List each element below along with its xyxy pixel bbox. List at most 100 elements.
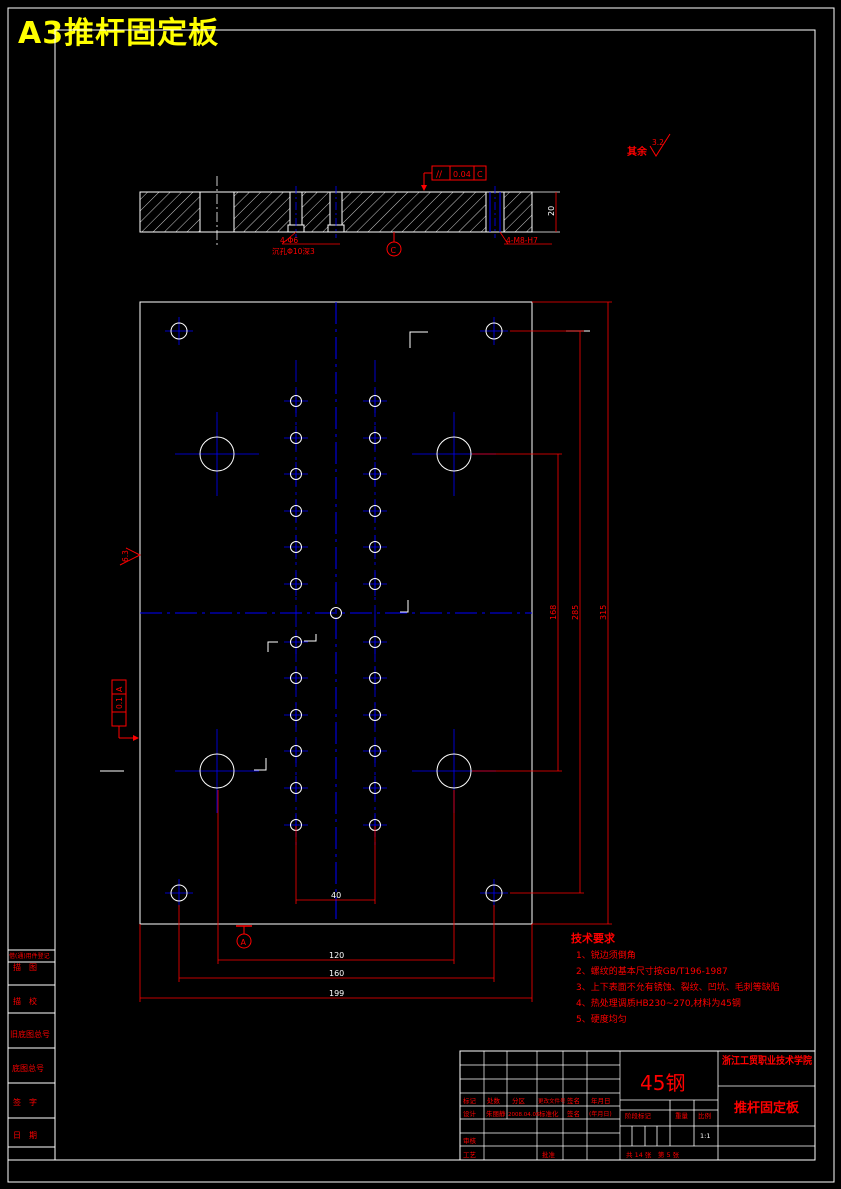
- strip-label-4: 底图总号: [12, 1063, 44, 1073]
- hole-callout: 4-Φ6 沉孔Φ10深3: [272, 231, 340, 256]
- pin-hole-3-1: [369, 505, 381, 517]
- pin-hole-8-1: [369, 709, 381, 721]
- dim-285: 285: [571, 605, 580, 620]
- screw-hole-2: [170, 884, 188, 902]
- pin-hole-0-0: [290, 395, 302, 407]
- pin-hole-7-0: [290, 672, 302, 684]
- stage-label: 阶段标记: [625, 1111, 652, 1120]
- pin-hole-6-0: [290, 636, 302, 648]
- row-label-0: 标记: [463, 1096, 477, 1105]
- strip-label-1: 描 图: [13, 962, 37, 972]
- datum-a-label: A: [241, 938, 247, 947]
- guide-hole-0: [199, 436, 235, 472]
- process-label: 工艺: [463, 1151, 477, 1159]
- drawing-title: A3推杆固定板: [18, 16, 220, 51]
- center-hole: [330, 607, 342, 619]
- screw-hole-3: [485, 884, 503, 902]
- roughness-remaining-value: 3.2: [652, 138, 664, 147]
- tolerance-value: 0.1: [115, 697, 124, 709]
- part-name: 推杆固定板: [734, 1100, 800, 1116]
- pin-hole-2-0: [290, 468, 302, 480]
- dim-160: 160: [329, 969, 344, 978]
- designer-name: 朱丽静: [486, 1109, 506, 1118]
- approve-label: 批准: [542, 1150, 556, 1159]
- thickness-dim: 20: [547, 206, 556, 216]
- pin-hole-5-1: [369, 578, 381, 590]
- dim-120: 120: [329, 951, 344, 960]
- roughness-side-value: 6.3: [121, 550, 130, 562]
- row-label-5: 年月日: [591, 1096, 611, 1105]
- pin-hole-9-0: [290, 745, 302, 757]
- date-format-label: (年月日): [589, 1110, 612, 1118]
- dim-315: 315: [599, 605, 608, 620]
- pin-hole-2-1: [369, 468, 381, 480]
- pin-hole-1-1: [369, 432, 381, 444]
- weight-label: 重量: [675, 1112, 689, 1120]
- scale-label: 比例: [698, 1111, 711, 1120]
- tolerance-frame: A 0.1: [111, 679, 139, 741]
- horizontal-dimensions: [139, 790, 533, 1002]
- plan-view: [100, 301, 590, 925]
- datum-c-label: C: [391, 246, 397, 255]
- tech-requirements: 技术要求 1、锐边须倒角 2、螺纹的基本尺寸按GB/T196-1987 3、上下…: [571, 931, 780, 1025]
- row-label-4: 签名: [567, 1096, 580, 1105]
- inner-frame: [54, 29, 816, 1161]
- pin-hole-4-1: [369, 541, 381, 553]
- strip-label-6: 日 期: [13, 1131, 37, 1140]
- outer-frame: [7, 7, 835, 1183]
- tolerance-datum: A: [115, 686, 124, 692]
- strip-label-5: 签 字: [13, 1097, 37, 1107]
- svg-text://: //: [436, 170, 443, 180]
- dim-40: 40: [331, 891, 341, 900]
- tech-item-4: 4、热处理调质HB230~270,材料为45钢: [576, 997, 741, 1009]
- tech-item-1: 1、锐边须倒角: [576, 949, 636, 961]
- vertical-dimensions: [472, 301, 612, 925]
- school-name: 浙江工贸职业技术学院: [722, 1054, 812, 1067]
- scale-value: 1:1: [700, 1132, 710, 1140]
- tech-item-2: 2、螺纹的基本尺寸按GB/T196-1987: [576, 965, 728, 977]
- standardization-label: 标准化: [539, 1109, 559, 1118]
- row-label-1: 处数: [487, 1096, 501, 1105]
- sheet-info: 共 14 张 第 5 张: [626, 1150, 680, 1159]
- pin-hole-3-0: [290, 505, 302, 517]
- strip-label-3: 旧底图总号: [10, 1029, 50, 1039]
- row-label-3: 更改文件号: [538, 1097, 566, 1105]
- roughness-remaining: 其余 3.2: [627, 133, 671, 158]
- thread-callout: 4-M8-H7: [499, 231, 552, 245]
- designer-label: 设计: [463, 1109, 477, 1118]
- flatness-frame: // 0.04 C: [421, 165, 487, 191]
- guide-hole-3: [436, 753, 472, 789]
- pin-hole-8-0: [290, 709, 302, 721]
- audit-label: 审核: [463, 1136, 477, 1145]
- thread-callout-text: 4-M8-H7: [506, 236, 538, 245]
- tech-heading: 技术要求: [571, 931, 616, 945]
- flatness-datum: C: [477, 170, 483, 179]
- guide-hole-2: [199, 753, 235, 789]
- hole-callout-1: 4-Φ6: [280, 236, 298, 245]
- left-strip: 借(通)用件登记 描 图 描 校 旧底图总号 底图总号 签 字 日 期: [7, 949, 56, 1161]
- pin-hole-6-1: [369, 636, 381, 648]
- design-date: 2008.04.06: [508, 1112, 540, 1118]
- pin-hole-10-0: [290, 782, 302, 794]
- datum-a-marker: A: [236, 925, 252, 949]
- pin-hole-7-1: [369, 672, 381, 684]
- guide-hole-1: [436, 436, 472, 472]
- pin-hole-1-0: [290, 432, 302, 444]
- tech-item-3: 3、上下表面不允有锈蚀、裂纹、凹坑、毛刺等缺陷: [576, 981, 780, 993]
- strip-label-2: 描 校: [13, 996, 37, 1006]
- screw-hole-0: [170, 322, 188, 340]
- strip-label-0: 借(通)用件登记: [9, 952, 50, 960]
- pin-hole-5-0: [290, 578, 302, 590]
- tech-item-5: 5、硬度均匀: [576, 1013, 627, 1025]
- pin-hole-0-1: [369, 395, 381, 407]
- roughness-remaining-label: 其余: [627, 145, 648, 158]
- pin-hole-4-0: [290, 541, 302, 553]
- roughness-side: 6.3: [119, 547, 142, 566]
- pin-hole-10-1: [369, 782, 381, 794]
- screw-hole-1: [485, 322, 503, 340]
- title-block: 45钢 浙江工贸职业技术学院 推杆固定板 标记 处数 分区 更改文件号 签名 年…: [459, 1050, 816, 1161]
- row-label-2: 分区: [512, 1096, 526, 1105]
- section-view: [139, 176, 533, 246]
- material-label: 45钢: [640, 1071, 685, 1095]
